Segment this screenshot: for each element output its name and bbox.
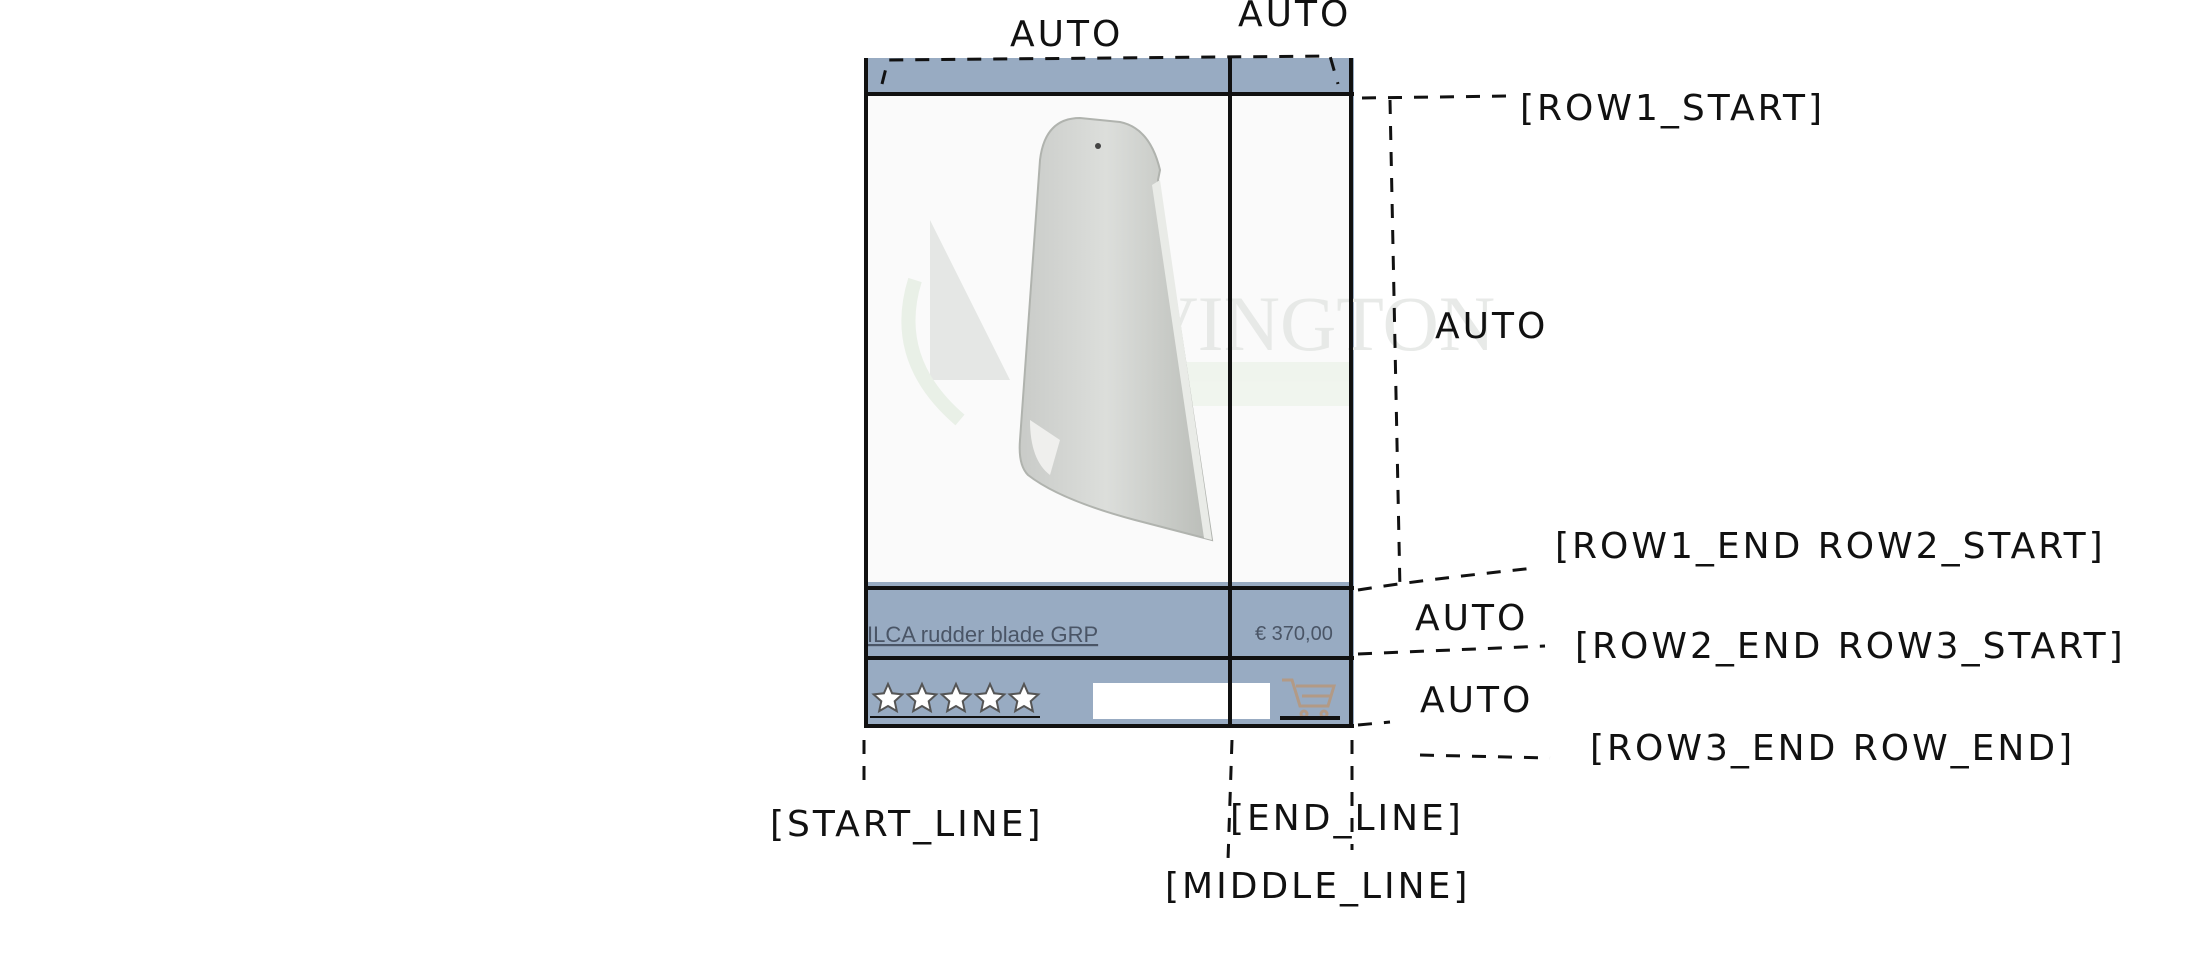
star-icon [1007, 681, 1041, 714]
product-price: € 370,00 [1255, 623, 1333, 645]
col-auto-label-1: AUTO [1010, 14, 1123, 55]
dashed-guides [862, 54, 1551, 861]
row1-end-row2-start-label: [ROW1_END ROW2_START] [1555, 526, 2106, 567]
row1-start-label: [ROW1_START] [1520, 88, 1825, 129]
row-auto-label-3: AUTO [1420, 680, 1533, 721]
col-auto-label-2: AUTO [1238, 0, 1351, 35]
quantity-field[interactable] [1093, 683, 1270, 719]
start-line-label: [START_LINE] [770, 804, 1044, 845]
rudder-blade-image [1018, 116, 1214, 542]
shopping-cart-icon[interactable] [1280, 678, 1340, 720]
middle-line-label: [MIDDLE_LINE] [1165, 866, 1470, 907]
grid-lines [864, 58, 1354, 728]
rating-stars [870, 681, 1041, 718]
star-icon [939, 681, 973, 714]
end-line-label: [END_LINE] [1230, 798, 1464, 839]
star-icon [973, 681, 1007, 714]
row3-end-row-end-label: [ROW3_END ROW_END] [1590, 728, 2075, 769]
product-name-link[interactable]: ILCA rudder blade GRP [867, 622, 1098, 647]
row-auto-label-2: AUTO [1415, 598, 1528, 639]
row-auto-label-1: AUTO [1435, 306, 1548, 347]
row2-end-row3-start-label: [ROW2_END ROW3_START] [1575, 626, 2126, 667]
star-icon [905, 681, 939, 714]
star-icon [871, 681, 905, 714]
